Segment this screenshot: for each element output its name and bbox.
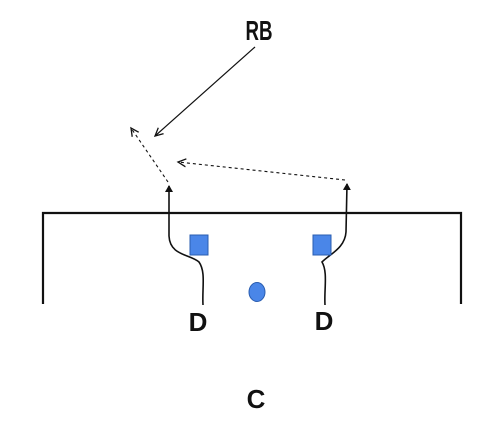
left-dashed-pass <box>131 128 169 183</box>
rb-pass-line <box>155 46 256 136</box>
goal-outline <box>41 211 463 304</box>
defender-right-label: D <box>315 306 334 336</box>
left-defender-path <box>165 185 205 306</box>
right-defender-path <box>320 183 351 306</box>
ball-marker <box>248 282 266 302</box>
defender-left-label: D <box>189 307 208 337</box>
right-defender-marker <box>312 234 332 256</box>
rb-label: RB <box>246 15 273 46</box>
center-label: C <box>247 384 266 414</box>
left-defender-marker <box>189 234 209 256</box>
cross-dashed-pass <box>178 162 346 181</box>
